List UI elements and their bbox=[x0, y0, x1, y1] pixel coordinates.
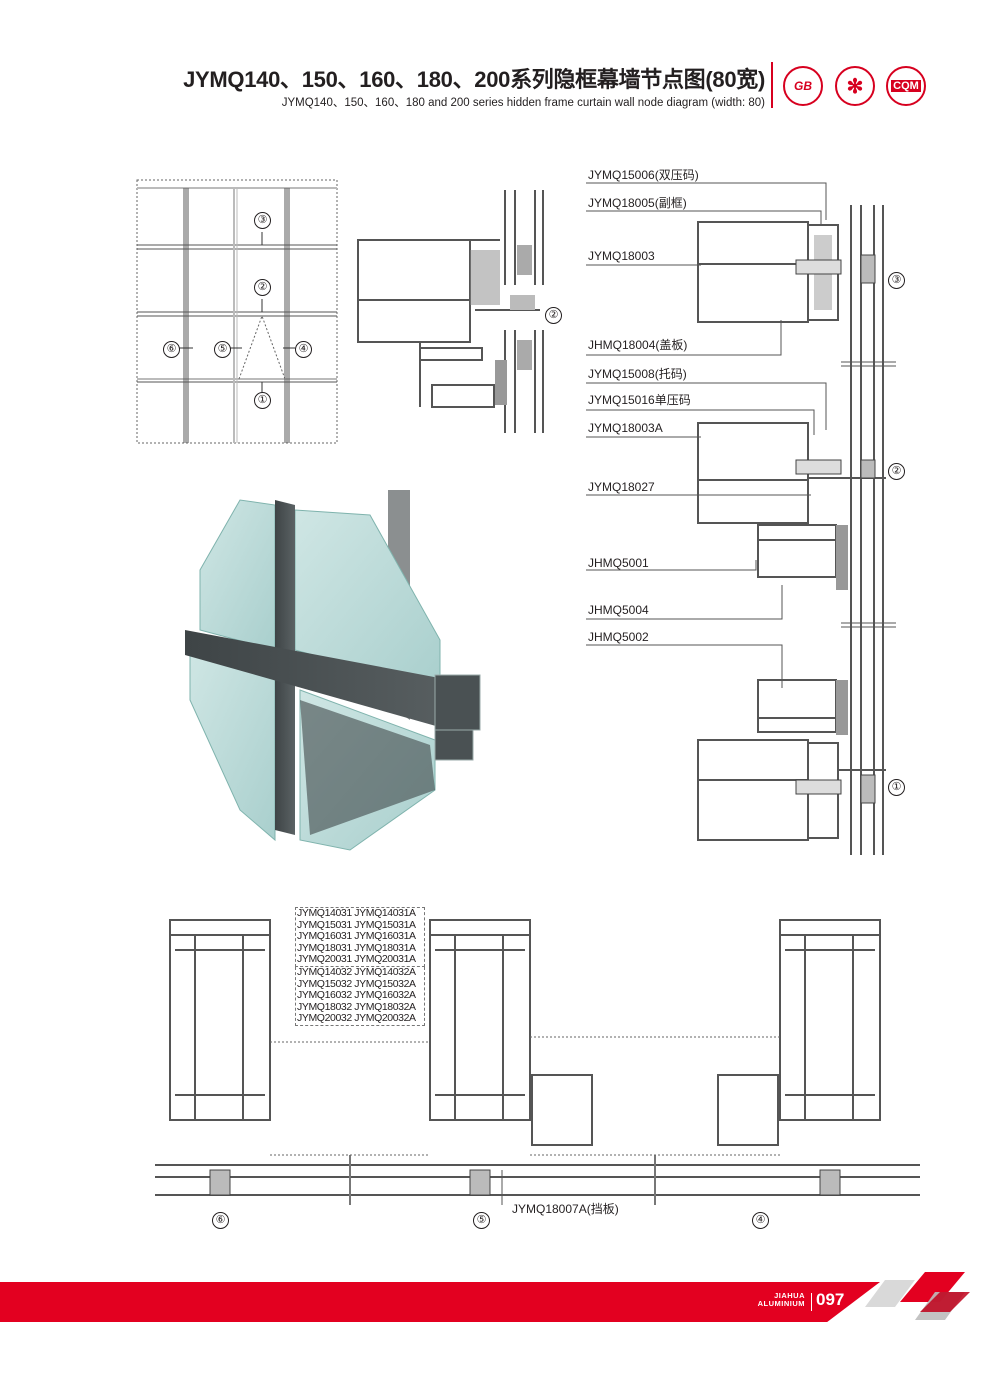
vertical-section-drawing bbox=[586, 182, 896, 855]
gb-certification-logo: GB bbox=[783, 66, 823, 106]
snowflake-certification-logo: ✻ bbox=[835, 66, 875, 106]
label-jymq18027: JYMQ18027 bbox=[588, 480, 655, 494]
cqm-logo-text: CQM bbox=[891, 80, 921, 92]
marker-5: ⑤ bbox=[214, 341, 231, 358]
horizontal-section-drawing bbox=[155, 919, 920, 1205]
brand-line-2: ALUMINIUM bbox=[757, 1299, 805, 1308]
label-jymq18003a: JYMQ18003A bbox=[588, 421, 663, 435]
parts-group-32: JYMQ14032 JYMQ14032A JYMQ15032 JYMQ15032… bbox=[295, 965, 425, 1026]
label-jymq15008: JYMQ15008(托码) bbox=[588, 367, 687, 381]
gb-logo-text: GB bbox=[794, 79, 812, 93]
part-label: JYMQ20031 JYMQ20031A bbox=[297, 953, 416, 966]
title-divider bbox=[771, 62, 773, 108]
part-label: JYMQ20032 JYMQ20032A bbox=[297, 1012, 416, 1025]
section-marker-4: ④ bbox=[752, 1212, 769, 1229]
part-label: JYMQ15031 JYMQ15031A bbox=[297, 918, 416, 931]
brand-name: JIAHUA ALUMINIUM bbox=[758, 1292, 805, 1308]
parts-group-31: JYMQ14031 JYMQ14031A JYMQ15031 JYMQ15031… bbox=[295, 907, 425, 967]
part-label: JYMQ16032 JYMQ16032A bbox=[297, 989, 416, 1002]
part-label: JYMQ15032 JYMQ15032A bbox=[297, 977, 416, 990]
section-marker-2: ② bbox=[888, 463, 905, 480]
part-label: JYMQ14032 JYMQ14032A bbox=[297, 965, 416, 978]
footer-red-bar bbox=[0, 1282, 880, 1322]
curtain-wall-3d-render bbox=[185, 490, 481, 851]
section-marker-6: ⑥ bbox=[212, 1212, 229, 1229]
marker-4: ④ bbox=[295, 341, 312, 358]
page-subtitle: JYMQ140、150、160、180 and 200 series hidde… bbox=[281, 97, 765, 109]
cqm-certification-logo: CQM bbox=[886, 66, 926, 106]
node-2-section-drawing bbox=[357, 190, 544, 433]
label-jymq15006: JYMQ15006(双压码) bbox=[588, 168, 699, 182]
section-marker-1: ① bbox=[888, 779, 905, 796]
elevation-grid-diagram bbox=[136, 179, 338, 444]
footer-decoration-icon bbox=[865, 1272, 970, 1320]
page-number: 097 bbox=[816, 1290, 845, 1309]
part-label: JYMQ14031 JYMQ14031A bbox=[297, 907, 416, 919]
section-marker-3: ③ bbox=[888, 272, 905, 289]
marker-6: ⑥ bbox=[163, 341, 180, 358]
marker-1: ① bbox=[254, 392, 271, 409]
part-label: JYMQ18031 JYMQ18031A bbox=[297, 941, 416, 954]
brand-line-1: JIAHUA bbox=[774, 1291, 805, 1300]
label-jymq18005: JYMQ18005(副框) bbox=[588, 196, 687, 210]
page-title: JYMQ140、150、160、180、200系列隐框幕墙节点图(80宽) bbox=[183, 67, 765, 92]
node-2-marker: ② bbox=[545, 307, 562, 324]
horizontal-parts-list: JYMQ14031 JYMQ14031A JYMQ15031 JYMQ15031… bbox=[295, 907, 425, 1026]
label-jhmq5004: JHMQ5004 bbox=[588, 603, 649, 617]
label-jhmq18004: JHMQ18004(盖板) bbox=[588, 338, 688, 352]
label-jhmq5002: JHMQ5002 bbox=[588, 630, 649, 644]
snowflake-icon: ✻ bbox=[846, 75, 864, 98]
label-jhmq5001: JHMQ5001 bbox=[588, 556, 649, 570]
page-number-divider bbox=[811, 1293, 812, 1311]
part-label: JYMQ18032 JYMQ18032A bbox=[297, 1000, 416, 1013]
label-jymq15016: JYMQ15016单压码 bbox=[588, 393, 691, 407]
part-label: JYMQ16031 JYMQ16031A bbox=[297, 930, 416, 943]
marker-3: ③ bbox=[254, 212, 271, 229]
label-jymq18003: JYMQ18003 bbox=[588, 249, 655, 263]
label-jymq18007a: JYMQ18007A(挡板) bbox=[512, 1202, 619, 1216]
marker-2: ② bbox=[254, 279, 271, 296]
section-marker-5: ⑤ bbox=[473, 1212, 490, 1229]
